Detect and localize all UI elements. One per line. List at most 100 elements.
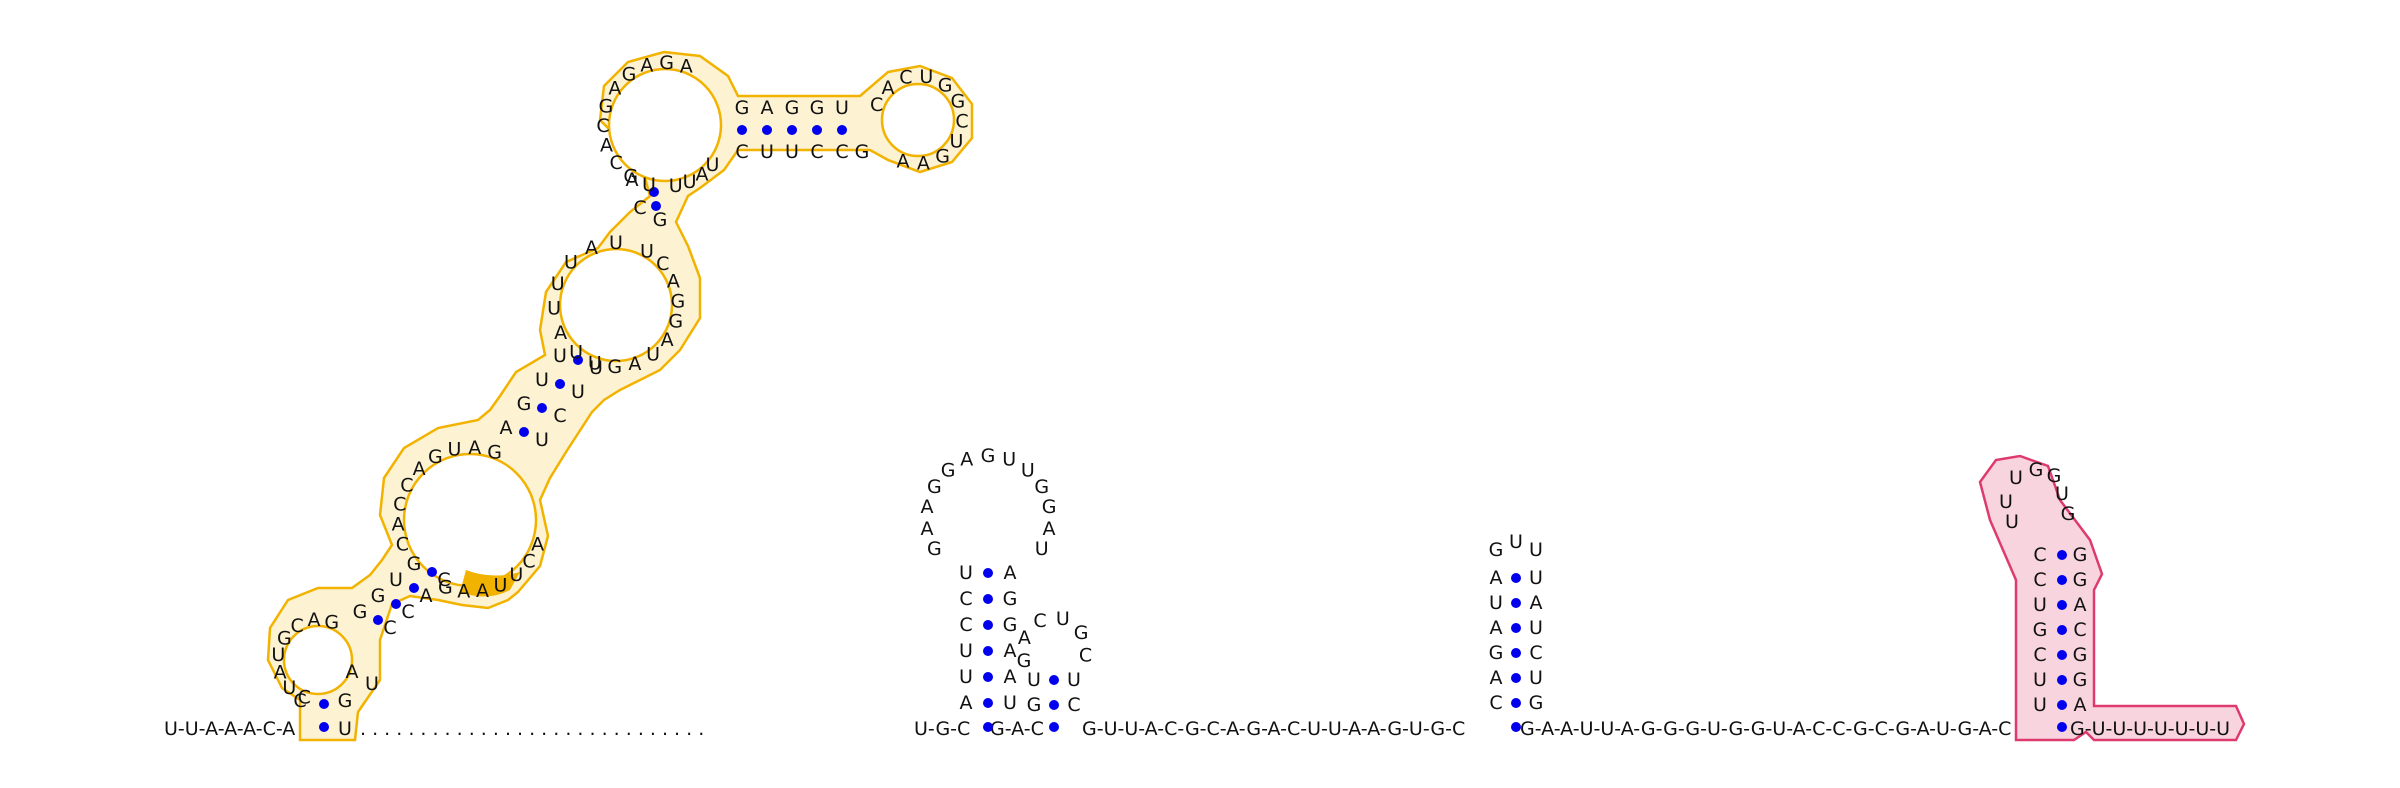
big-loop4-base: C xyxy=(610,152,623,174)
hairpin-a-loop-base: U xyxy=(1021,460,1035,482)
hairpin-b-loop-base: C xyxy=(1079,645,1092,667)
hairpin-b-loop-base: U xyxy=(1056,608,1070,630)
hairpin-d-right-base: A xyxy=(2074,594,2087,616)
hairpin-a-loop-base: G xyxy=(927,476,942,498)
base-pair-dot xyxy=(762,125,772,135)
big-helix1-right: C xyxy=(401,601,414,623)
big-stem-base: C xyxy=(293,690,306,712)
base-pair-dot xyxy=(983,722,993,732)
big-loop4-base: U xyxy=(642,174,656,196)
base-pair-dot xyxy=(373,615,383,625)
base-pair-dot xyxy=(1049,700,1059,710)
hairpin-a-right-base: G xyxy=(1003,588,1018,610)
big-stem-base: G xyxy=(338,690,353,712)
hairpin-c-right-base: A xyxy=(1530,592,1543,614)
orange-solid-segment xyxy=(460,570,520,597)
big-helix2-right: C xyxy=(553,405,566,427)
big-helix2-left: A xyxy=(500,417,513,439)
hairpin-a-right-base: A xyxy=(1004,562,1017,584)
big-loop5-base: C xyxy=(870,94,883,116)
base-pair-dot xyxy=(409,583,419,593)
hairpin-d-left-base: C xyxy=(2033,544,2046,566)
big-loop4-base: G xyxy=(659,52,674,74)
middle-run-b: G-A-C xyxy=(990,718,1044,740)
big-loop4-base: A xyxy=(696,164,709,186)
big-loop1-base: G xyxy=(324,611,339,633)
left-tail-sequence: U-U-A-A-A-C-A xyxy=(164,718,295,740)
big-top-stem-top: G xyxy=(810,97,825,119)
hairpin-c-loop-base: U xyxy=(1529,539,1543,561)
big-loop3-base: U xyxy=(547,298,561,320)
base-pair-dot xyxy=(1511,698,1521,708)
big-loop2-base: A xyxy=(413,458,426,480)
hairpin-c-left-base: U xyxy=(1489,592,1503,614)
big-helix1-left: G xyxy=(371,585,386,607)
base-pair-dot xyxy=(519,427,529,437)
highlight-region-orange xyxy=(266,50,974,742)
base-pair-dot xyxy=(983,646,993,656)
big-loop3-base: U xyxy=(569,341,583,363)
big-loop2-base: A xyxy=(457,581,470,603)
hairpin-c-loop-base: U xyxy=(1509,531,1523,553)
big-helix2-left: U xyxy=(535,369,549,391)
hairpin-c-right-base: U xyxy=(1529,567,1543,589)
hairpin-a-loop-base: A xyxy=(920,496,933,518)
big-loop4-base: A xyxy=(680,56,693,78)
pink-region-outline xyxy=(1978,454,2246,742)
big-loop2-base: G xyxy=(487,441,502,463)
hairpin-b-right-base: U xyxy=(1067,669,1081,691)
big-loop1-base: G xyxy=(277,627,292,649)
big-top-stem-bottom: G xyxy=(855,141,870,163)
big-loop3-base: G xyxy=(607,356,622,378)
region-hole-3 xyxy=(558,247,674,363)
hairpin-d-left-base: C xyxy=(2033,569,2046,591)
base-pair-dot xyxy=(1049,675,1059,685)
base-pair-dot xyxy=(319,722,329,732)
base-pair-dot xyxy=(983,698,993,708)
base-pair-dot xyxy=(649,187,659,197)
big-loop2-base: A xyxy=(531,534,544,556)
big-helix2-left: U xyxy=(553,345,567,367)
big-loop1-base: A xyxy=(308,609,321,631)
base-pair-dot xyxy=(2057,600,2067,610)
big-loop5-base: U xyxy=(950,130,964,152)
hairpin-a-left-base: U xyxy=(959,562,973,584)
middle-run-c: G-U-U-A-C-G-C-A-G-A-C-U-U-A-A-G-U-G-C xyxy=(1082,718,1465,740)
hairpin-a-loop-base: G xyxy=(927,538,942,560)
big-loop2-base: U xyxy=(447,439,461,461)
big-top-stem-bottom: U xyxy=(760,141,774,163)
big-loop4-base: U xyxy=(683,171,697,193)
hairpin-b-right-base: C xyxy=(1067,694,1080,716)
hairpin-a-left-base: U xyxy=(959,640,973,662)
big-top-stem-bottom: C xyxy=(735,141,748,163)
big-helix2-left: G xyxy=(517,393,532,415)
hairpin-a-left-base: C xyxy=(959,614,972,636)
big-loop5-base: C xyxy=(899,67,912,89)
big-loop2-base: C xyxy=(393,493,406,515)
base-pair-dot xyxy=(427,567,437,577)
big-loop5-base: U xyxy=(919,66,933,88)
big-helix1-left: U xyxy=(389,569,403,591)
base-pair-dot xyxy=(983,594,993,604)
big-top-stem-bottom: C xyxy=(835,141,848,163)
big-loop4-base: G xyxy=(623,166,638,188)
hairpin-a-left-base: C xyxy=(959,588,972,610)
base-pair-dot xyxy=(787,125,797,135)
hairpin-c-left-base: A xyxy=(1490,617,1503,639)
hairpin-c-right-base: U xyxy=(1529,617,1543,639)
big-loop3-base: U xyxy=(564,251,578,273)
big-loop4-base: U xyxy=(669,175,683,197)
big-top-stem-top: A xyxy=(761,97,774,119)
hairpin-c-right-base: C xyxy=(1529,642,1542,664)
big-loop3-base: U xyxy=(646,344,660,366)
big-loop3-base: G xyxy=(671,290,686,312)
base-pair-dot xyxy=(983,620,993,630)
left-stem-closing-base: U xyxy=(338,718,352,740)
base-pair-dot xyxy=(812,125,822,135)
hairpin-d-right-base: G xyxy=(2073,669,2088,691)
hairpin-d-loop-base: U xyxy=(2055,483,2069,505)
hairpin-a-right-base: G xyxy=(1003,614,1018,636)
